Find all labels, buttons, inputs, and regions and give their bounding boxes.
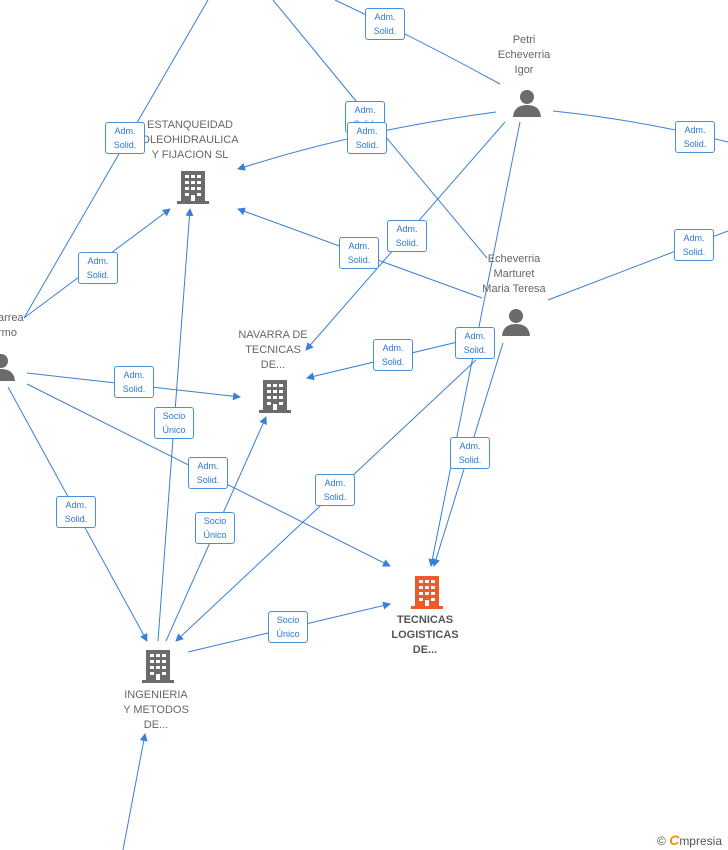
navarra-building-icon[interactable] (259, 378, 291, 419)
relation-box-adm-solid[interactable]: Adm.Solid. (373, 339, 413, 371)
copyright-symbol: © (657, 834, 666, 848)
estanqueidad-building-icon[interactable] (177, 169, 209, 210)
relation-box-adm-solid[interactable]: Adm.Solid. (315, 474, 355, 506)
tecnicas-building-icon[interactable] (411, 574, 443, 615)
brand-logo-e: C (669, 832, 680, 848)
brand-name: mpresia (679, 834, 722, 848)
tecnicas-label[interactable]: TECNICAS LOGISTICAS DE... (391, 614, 459, 656)
relation-box-adm-solid[interactable]: Adm.Solid. (78, 252, 118, 284)
relation-box-adm-solid[interactable]: Adm.Solid. (347, 122, 387, 154)
edge (272, 0, 366, 113)
petri-label[interactable]: Petri Echeverria Igor (497, 34, 551, 76)
ingenieria-label[interactable]: INGENIERIA Y METODOS DE... (123, 689, 189, 731)
maria-person-icon[interactable] (501, 307, 531, 342)
estanqueidad-label[interactable]: ESTANQUEIDAD OLEOHIDRAULICA Y FIJACION S… (141, 119, 239, 161)
edge (334, 0, 501, 85)
relation-box-adm-solid[interactable]: Adm.Solid. (56, 496, 96, 528)
relation-box-adm-solid[interactable]: Adm.Solid. (450, 437, 490, 469)
relation-box-adm-solid[interactable]: Adm.Solid. (105, 122, 145, 154)
left-person-icon[interactable] (0, 352, 16, 387)
relation-box-adm-solid[interactable]: Adm.Solid. (188, 457, 228, 489)
relation-box-adm-solid[interactable]: Adm.Solid. (455, 327, 495, 359)
relation-box-adm-solid[interactable]: Adm.Solid. (675, 121, 715, 153)
relation-box-adm-solid[interactable]: Adm.Solid. (114, 366, 154, 398)
relation-box-adm-solid[interactable]: Adm.Solid. (365, 8, 405, 40)
relation-box-adm-solid[interactable]: Adm.Solid. (674, 229, 714, 261)
relation-box-adm-solid[interactable]: Adm.Solid. (339, 237, 379, 269)
brand-footer: © Cmpresia (657, 832, 722, 848)
relation-box-adm-solid[interactable]: Adm.Solid. (387, 220, 427, 252)
edge (23, 0, 209, 319)
maria-label[interactable]: Echeverria Marturet Maria Teresa (482, 253, 546, 295)
left-person-label[interactable]: arrea rmo (0, 312, 24, 339)
petri-person-icon[interactable] (512, 88, 542, 123)
ingenieria-building-icon[interactable] (142, 648, 174, 689)
navarra-label[interactable]: NAVARRA DE TECNICAS DE... (238, 329, 308, 371)
edge (122, 733, 148, 850)
